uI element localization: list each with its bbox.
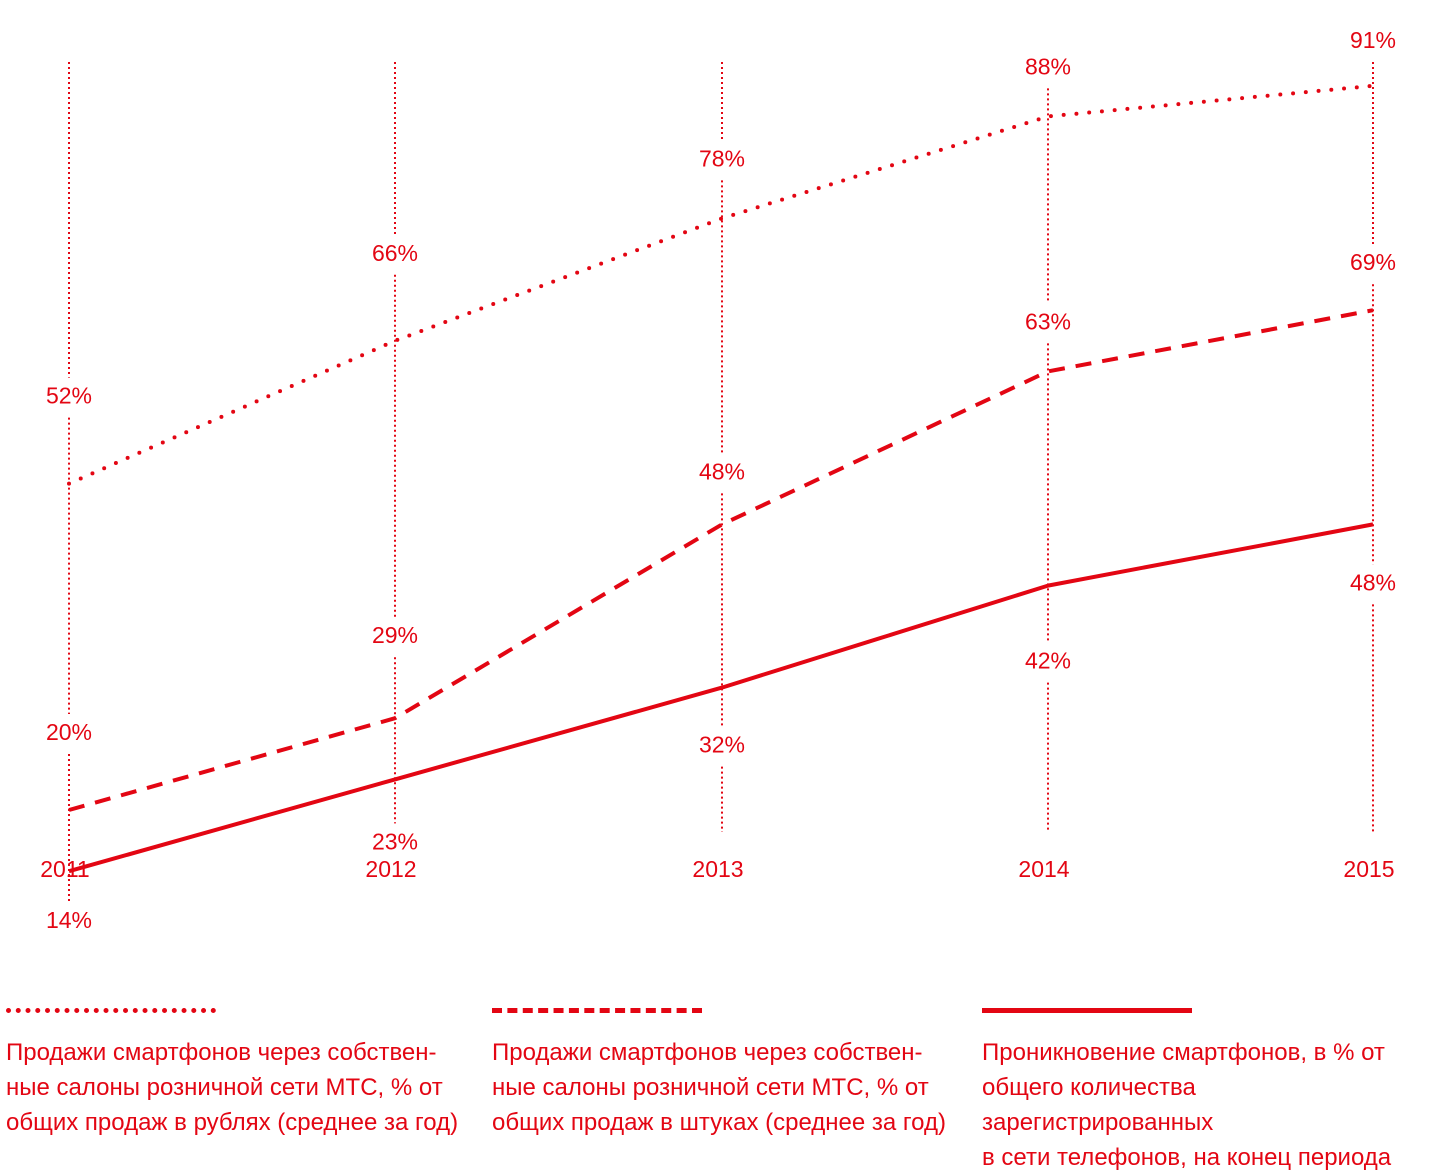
value-labels: 52% 66% 78% 88% 91% 20% 29% 48% 63% 69% 14% 23% 32% 4… [46, 27, 1396, 933]
data-label-penetration-2015: 48% [1350, 569, 1396, 595]
data-label-penetration-2013: 32% [699, 732, 745, 758]
legend-item-penetration: Проникновение смартфонов, в % от общего … [982, 1008, 1432, 1175]
data-label-rubles-2012: 66% [372, 240, 418, 266]
legend-item-rubles: Продажи смартфонов через собствен- ные с… [6, 1008, 476, 1140]
legend-item-units: Продажи смартфонов через собствен- ные с… [492, 1008, 962, 1140]
legend-swatch-dashed [492, 1008, 702, 1013]
data-label-units-2012: 29% [372, 622, 418, 648]
data-label-penetration-2011: 14% [46, 907, 92, 933]
data-label-penetration-2012: 23% [372, 828, 418, 854]
data-label-rubles-2014: 88% [1025, 53, 1071, 79]
data-label-units-2014: 63% [1025, 308, 1071, 334]
x-tick-label-2011: 2011 [40, 856, 89, 882]
legend-swatch-solid [982, 1008, 1192, 1013]
x-tick-label-2013: 2013 [692, 856, 743, 882]
x-tick-label-2012: 2012 [365, 856, 416, 882]
legend-label-units: Продажи смартфонов через собствен- ные с… [492, 1039, 946, 1136]
data-label-rubles-2013: 78% [699, 145, 745, 171]
x-tick-label-2015: 2015 [1343, 856, 1394, 882]
series-line-rubles [67, 83, 1375, 486]
legend-label-penetration: Проникновение смартфонов, в % от общего … [982, 1039, 1392, 1171]
data-label-penetration-2014: 42% [1025, 648, 1071, 674]
data-label-rubles-2015: 91% [1350, 27, 1396, 53]
gridlines [68, 62, 1374, 903]
data-label-units-2015: 69% [1350, 249, 1396, 275]
legend-label-rubles: Продажи смартфонов через собствен- ные с… [6, 1039, 459, 1136]
legend-swatch-dotted [6, 1008, 216, 1013]
data-label-units-2011: 20% [46, 719, 92, 745]
series-line-penetration [68, 522, 1374, 874]
series-line-units [68, 308, 1374, 812]
series-lines [67, 83, 1375, 874]
x-tick-label-2014: 2014 [1018, 856, 1069, 882]
data-label-rubles-2011: 52% [46, 383, 92, 409]
data-label-units-2013: 48% [699, 458, 745, 484]
x-axis-labels: 2011 2012 2013 2014 2015 [40, 856, 1394, 882]
